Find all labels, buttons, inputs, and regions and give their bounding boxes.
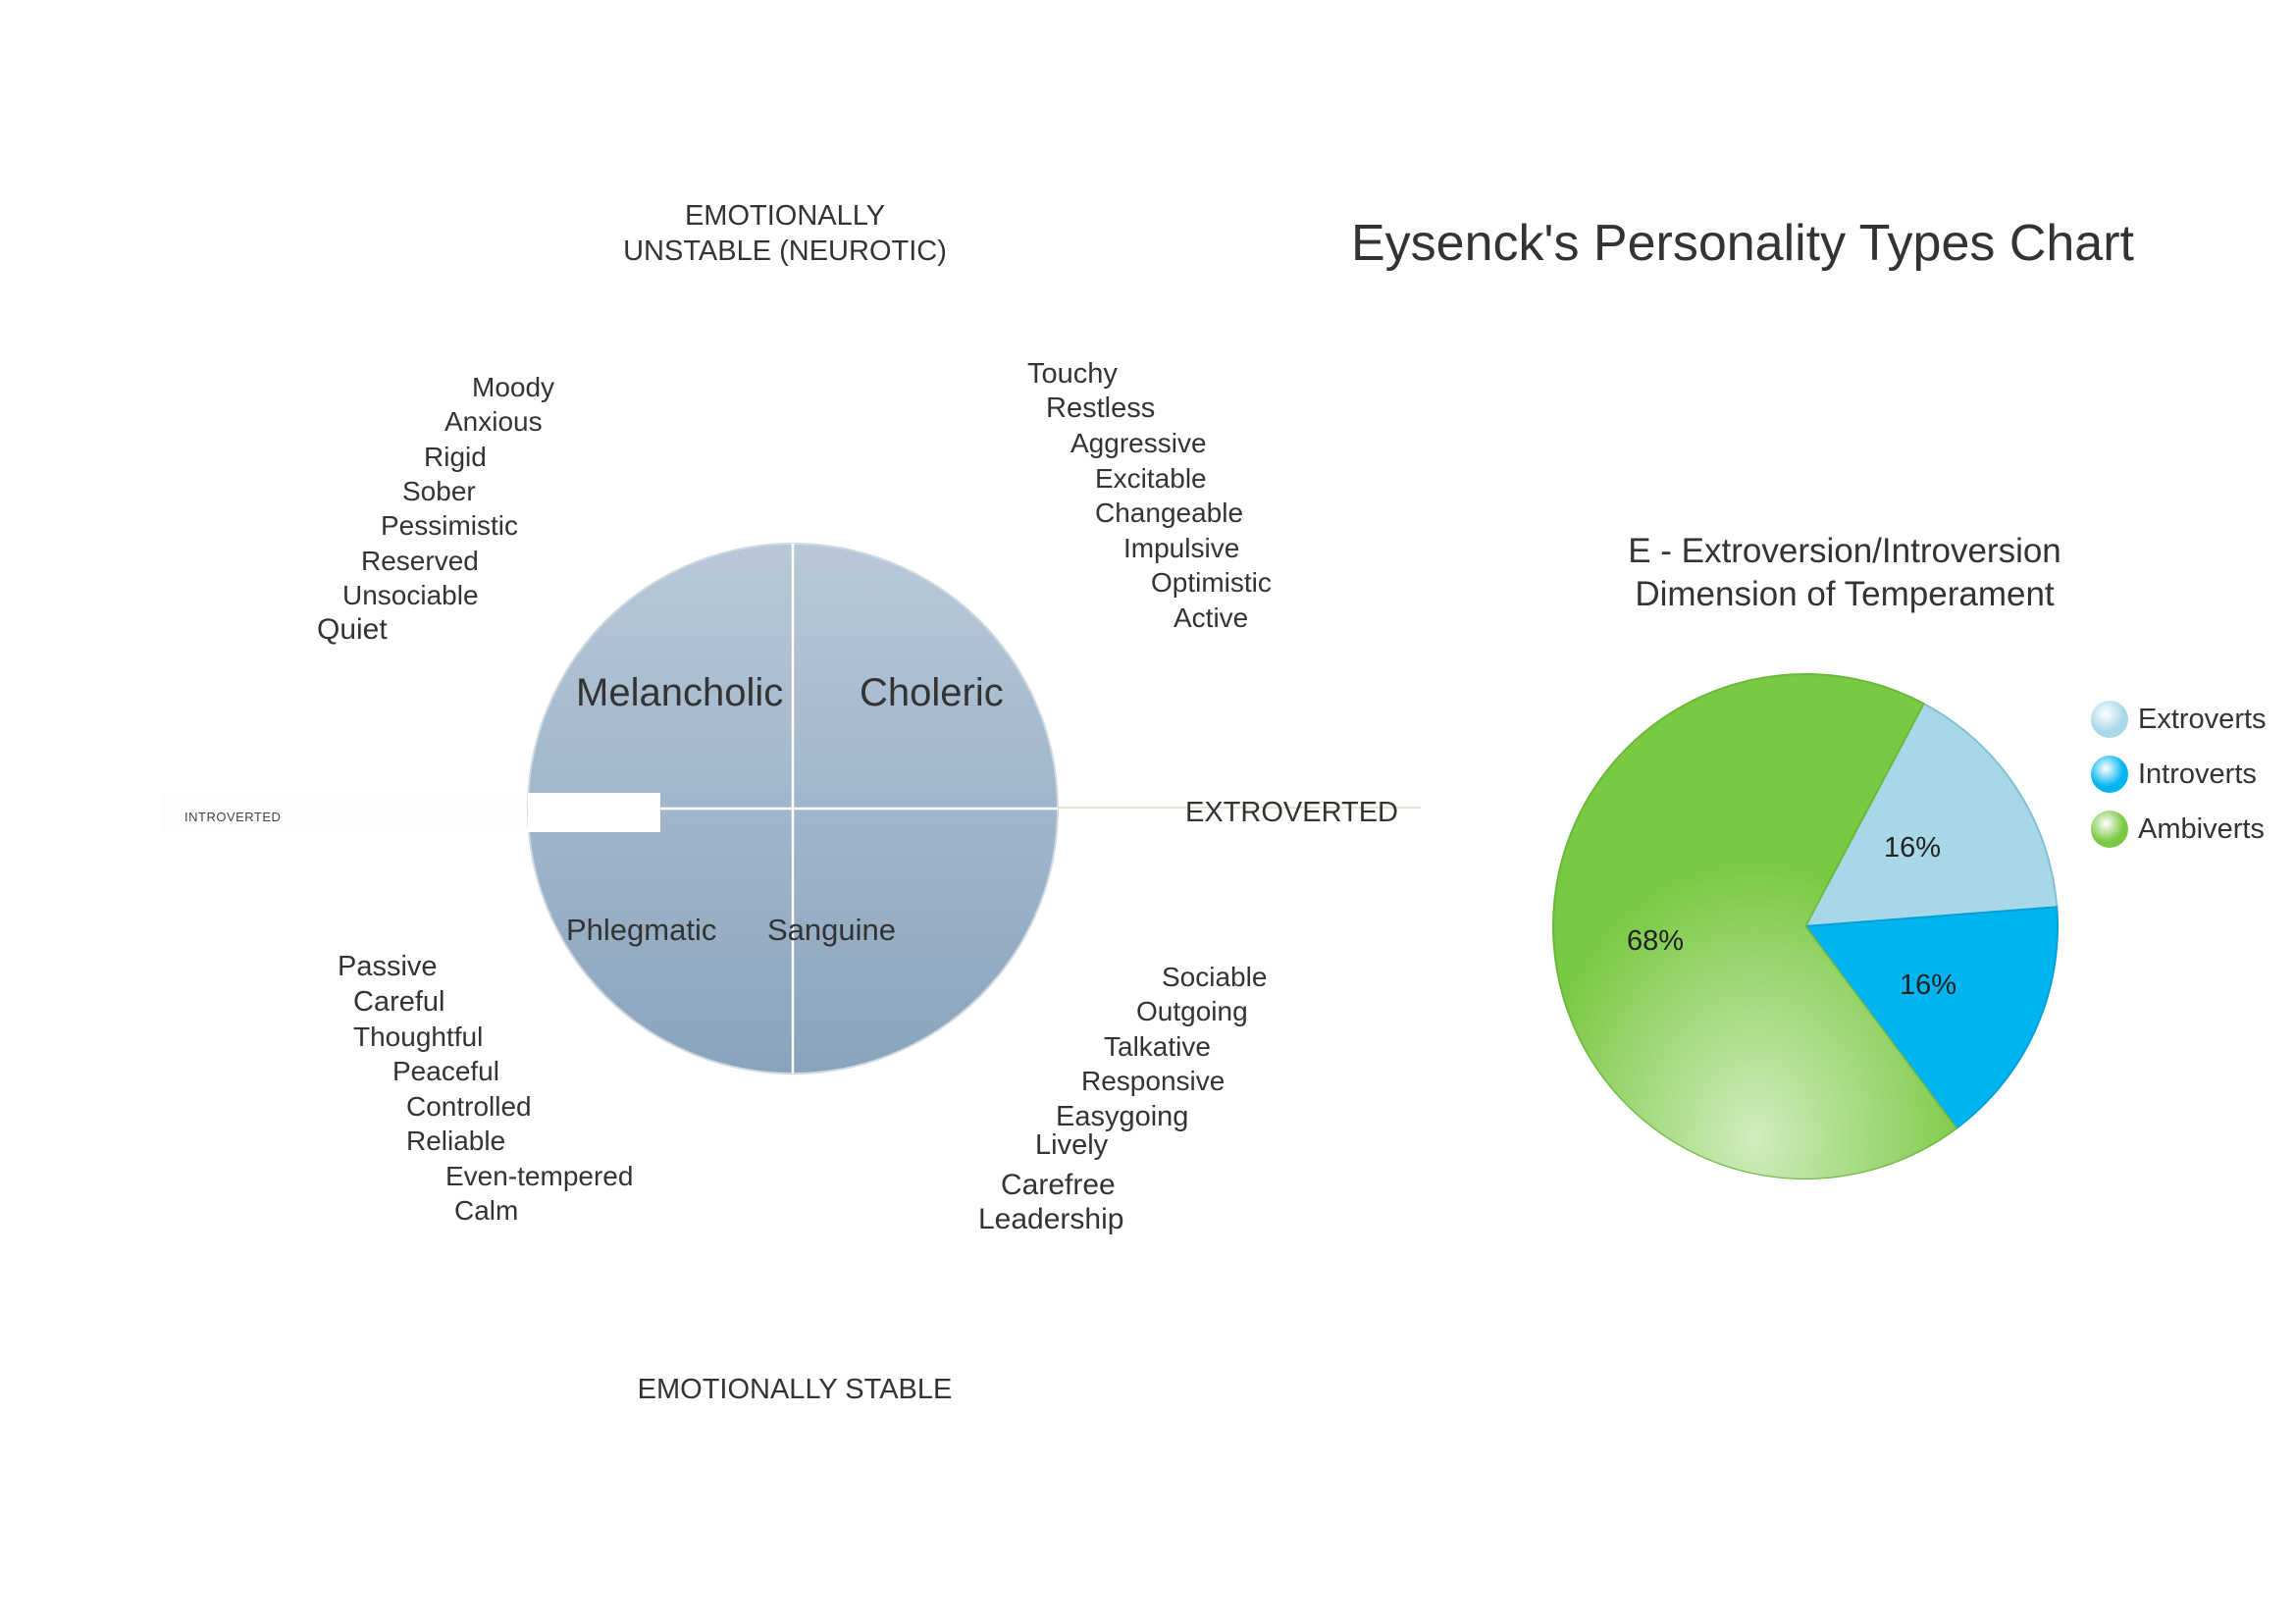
- pie-slice-extroverts: [1803, 702, 2059, 928]
- trait-outgoing: Outgoing: [1136, 996, 1248, 1026]
- trait-pessimistic: Pessimistic: [381, 510, 519, 541]
- trait-reserved: Reserved: [361, 546, 479, 576]
- pie-label-ambiverts: 68%: [1627, 925, 1685, 957]
- trait-controlled: Controlled: [406, 1091, 532, 1122]
- trait-unsociable: Unsociable: [342, 580, 479, 610]
- trait-careful: Careful: [353, 986, 445, 1018]
- trait-rigid: Rigid: [424, 442, 487, 472]
- trait-carefree: Carefree: [1001, 1169, 1116, 1201]
- legend-label-introverts: Introverts: [2138, 758, 2257, 790]
- trait-reliable: Reliable: [406, 1126, 506, 1156]
- page-title: Eysenck's Personality Types Chart: [1351, 215, 2134, 272]
- trait-anxious: Anxious: [444, 406, 543, 437]
- trait-calm: Calm: [454, 1195, 519, 1226]
- quadrant-melancholic: Melancholic: [576, 671, 784, 714]
- introverted-box: [528, 793, 660, 832]
- legend-swatch-ambiverts: [2091, 811, 2128, 848]
- trait-even-tempered: Even-tempered: [445, 1161, 634, 1191]
- pie-chart-title-line2: Dimension of Temperament: [1635, 575, 2055, 613]
- trait-passive: Passive: [338, 951, 438, 982]
- trait-moody: Moody: [472, 372, 555, 402]
- quadrant-choleric: Choleric: [860, 671, 1004, 714]
- pie-slice-ambiverts-glow: [1553, 674, 1956, 1179]
- trait-excitable: Excitable: [1095, 463, 1207, 494]
- trait-quiet: Quiet: [317, 613, 388, 646]
- pie-chart: [1552, 673, 2059, 1179]
- legend-label-extroverts: Extroverts: [2138, 703, 2267, 735]
- trait-aggressive: Aggressive: [1070, 428, 1207, 458]
- legend-swatch-introverts: [2091, 756, 2128, 793]
- trait-changeable: Changeable: [1095, 498, 1244, 528]
- quadrant-phlegmatic: Phlegmatic: [566, 913, 717, 947]
- legend-item-ambiverts: Ambiverts: [2091, 811, 2265, 848]
- legend-item-introverts: Introverts: [2091, 756, 2257, 793]
- legend-label-ambiverts: Ambiverts: [2138, 812, 2265, 845]
- top-axis-label: EMOTIONALLY UNSTABLE (NEUROTIC): [608, 198, 962, 269]
- pie-label-introverts: 16%: [1900, 969, 1957, 1001]
- quadrant-sanguine: Sanguine: [767, 913, 897, 947]
- pie-chart-title: E - Extroversion/Introversion Dimension …: [1550, 530, 2139, 616]
- legend-item-extroverts: Extroverts: [2091, 701, 2267, 738]
- trait-peaceful: Peaceful: [392, 1056, 499, 1086]
- legend-swatch-extroverts: [2091, 701, 2128, 738]
- trait-sober: Sober: [402, 476, 476, 506]
- trait-active: Active: [1174, 602, 1249, 633]
- trait-restless: Restless: [1046, 393, 1156, 424]
- pie-slice-introverts: [1803, 906, 2059, 1130]
- trait-leadership: Leadership: [978, 1203, 1124, 1235]
- trait-thoughtful: Thoughtful: [353, 1022, 484, 1052]
- top-axis-label-line1: EMOTIONALLY: [684, 200, 886, 232]
- trait-sociable: Sociable: [1162, 962, 1268, 992]
- left-axis-label: INTROVERTED: [184, 810, 282, 824]
- trait-impulsive: Impulsive: [1123, 533, 1240, 563]
- bottom-axis-label: EMOTIONALLY STABLE: [637, 1374, 953, 1405]
- top-axis-label-line2: UNSTABLE (NEUROTIC): [623, 236, 947, 267]
- right-axis-label: EXTROVERTED: [1185, 797, 1399, 828]
- trait-optimistic: Optimistic: [1151, 567, 1272, 598]
- trait-touchy: Touchy: [1027, 358, 1118, 390]
- pie-label-extroverts: 16%: [1884, 832, 1942, 864]
- trait-easygoing: Easygoing: [1056, 1101, 1189, 1132]
- trait-responsive: Responsive: [1081, 1066, 1226, 1096]
- trait-lively: Lively: [1035, 1129, 1109, 1161]
- trait-talkative: Talkative: [1104, 1031, 1211, 1062]
- pie-chart-title-line1: E - Extroversion/Introversion: [1628, 532, 2061, 570]
